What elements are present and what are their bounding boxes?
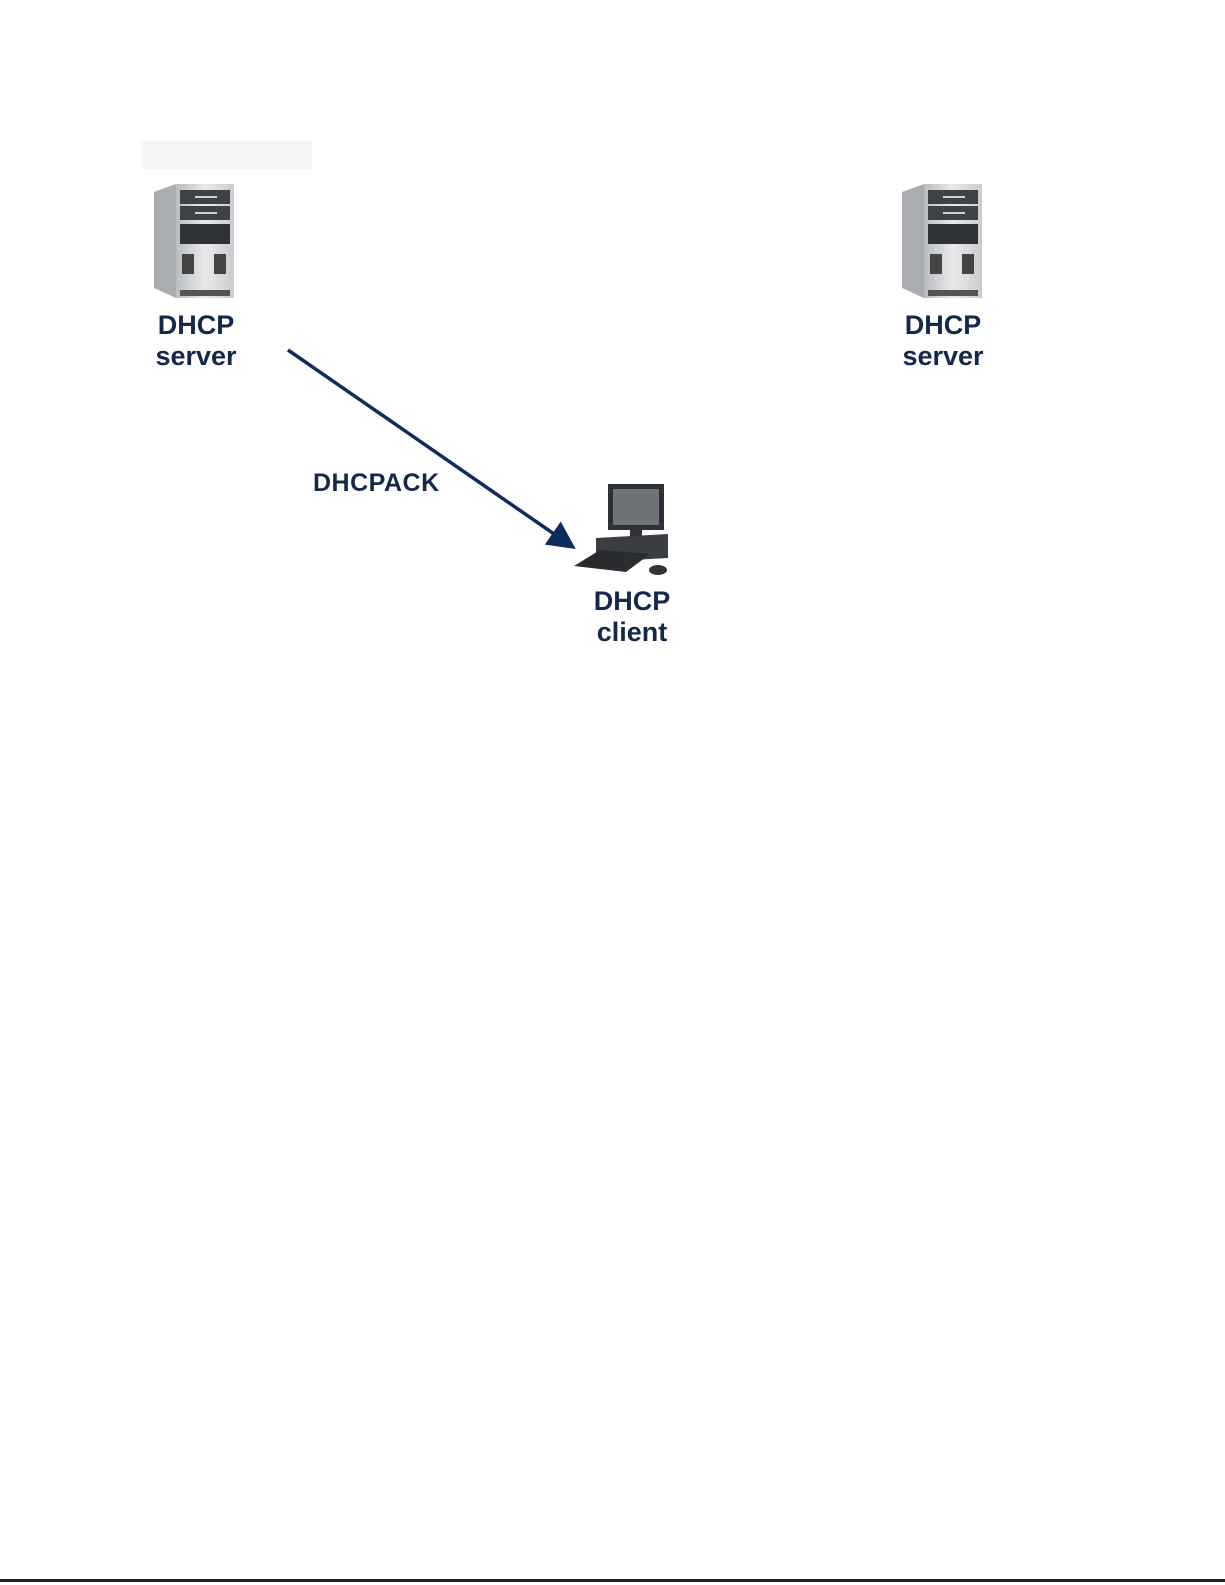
server-label-line1: DHCP xyxy=(904,310,982,340)
server-label-line2: server xyxy=(155,341,237,371)
server-tower-icon xyxy=(154,184,234,298)
server-label-right: DHCP server xyxy=(873,310,1013,372)
server-tower-icon xyxy=(902,184,982,298)
server-label-line2: server xyxy=(902,341,984,371)
client-label-line2: client xyxy=(596,617,668,647)
client-label: DHCP client xyxy=(562,586,702,648)
dhcpack-arrow xyxy=(287,348,576,549)
faint-header-bar xyxy=(142,141,312,169)
client-label-line1: DHCP xyxy=(593,586,671,616)
message-label: DHCPACK xyxy=(313,469,440,497)
server-label-left: DHCP server xyxy=(126,310,266,372)
desktop-computer-icon xyxy=(574,484,668,575)
server-label-line1: DHCP xyxy=(157,310,235,340)
page-bottom-border xyxy=(0,1579,1225,1582)
